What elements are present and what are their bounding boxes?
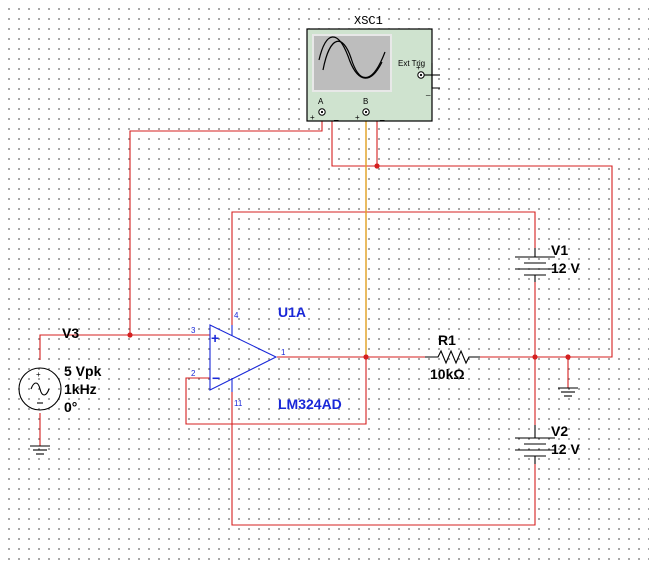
battery-v1-voltage-label: 12 V: [551, 260, 580, 276]
channel-a-label: A: [318, 97, 324, 106]
battery-v2-ref-label: V2: [551, 423, 568, 439]
ext-trig-terminal-dot: [419, 73, 423, 77]
source-frequency-label: 1kHz: [64, 381, 97, 397]
pin-vcc-number: 4: [234, 311, 239, 320]
wires: [39, 113, 613, 526]
junction-dot: [127, 332, 133, 338]
opamp-u1a[interactable]: + − 3 2 1 4 11 U1A LM324AD: [191, 304, 342, 412]
battery-v2-voltage-label: 12 V: [551, 441, 580, 457]
pin-output-number: 1: [281, 348, 286, 357]
wire-vcc-rail[interactable]: [231, 211, 536, 325]
opamp-ref-label: U1A: [278, 304, 306, 320]
channel-b-plus: +: [355, 113, 360, 122]
battery-v1-ref-label: V1: [551, 242, 568, 258]
resistor-value-label: 10kΩ: [430, 366, 465, 382]
scope-waveform-2: [322, 40, 386, 78]
wire-input[interactable]: [39, 334, 210, 360]
ground-symbol-right[interactable]: [558, 387, 578, 397]
junction-dot: [374, 163, 380, 169]
channel-a-terminal-dot: [320, 110, 324, 114]
resistor-r1[interactable]: R1 10kΩ: [425, 332, 480, 382]
wire-scope-a[interactable]: [129, 113, 323, 335]
source-amplitude-label: 5 Vpk: [64, 363, 102, 379]
channel-a-minus: _: [333, 112, 339, 121]
pin-minus-input-number: 2: [191, 369, 196, 378]
ext-trig-label: Ext Trig: [398, 59, 425, 68]
channel-a-plus: +: [310, 113, 315, 122]
source-phase-label: 0°: [64, 399, 77, 415]
scope-screen: [312, 34, 392, 92]
channel-b-minus: _: [379, 112, 385, 121]
opamp-minus-symbol: −: [212, 370, 220, 386]
channel-b-terminal-dot: [364, 110, 368, 114]
wire-vee-rail[interactable]: [231, 392, 536, 526]
ground-symbol-left[interactable]: [30, 445, 50, 455]
source-ref-label: V3: [62, 325, 79, 341]
pin-plus-input-number: 3: [191, 326, 196, 335]
opamp-plus-symbol: +: [211, 330, 219, 346]
battery-v1[interactable]: V1 12 V: [515, 242, 580, 282]
junction-dot: [565, 354, 571, 360]
ext-trig-minus-lead: [431, 63, 440, 89]
resistor-zigzag[interactable]: [425, 349, 480, 365]
source-plus-sign: +: [36, 370, 41, 379]
opamp-model-label: LM324AD: [278, 396, 342, 412]
junctions: [127, 163, 571, 360]
scope-ref-label: XSC1: [354, 14, 383, 28]
resistor-ref-label: R1: [438, 332, 456, 348]
ac-source-v3[interactable]: V3 + 5 Vpk 1kHz 0°: [18, 325, 102, 415]
junction-dot: [363, 354, 369, 360]
oscilloscope-xsc1[interactable]: XSC1 Ext Trig + _ A B + _ + _: [306, 14, 440, 122]
wire-feedback[interactable]: [185, 357, 367, 425]
ext-trig-plus: +: [416, 63, 421, 72]
pin-vee-number: 11: [234, 399, 243, 408]
ext-trig-minus: _: [425, 87, 431, 96]
sine-icon: [30, 382, 50, 396]
source-circle[interactable]: [18, 367, 62, 411]
battery-v2[interactable]: V2 12 V: [515, 423, 580, 464]
wire-scope-minus[interactable]: [331, 113, 613, 358]
junction-dot: [532, 354, 538, 360]
channel-b-label: B: [363, 97, 368, 106]
opamp-triangle[interactable]: [209, 324, 278, 391]
